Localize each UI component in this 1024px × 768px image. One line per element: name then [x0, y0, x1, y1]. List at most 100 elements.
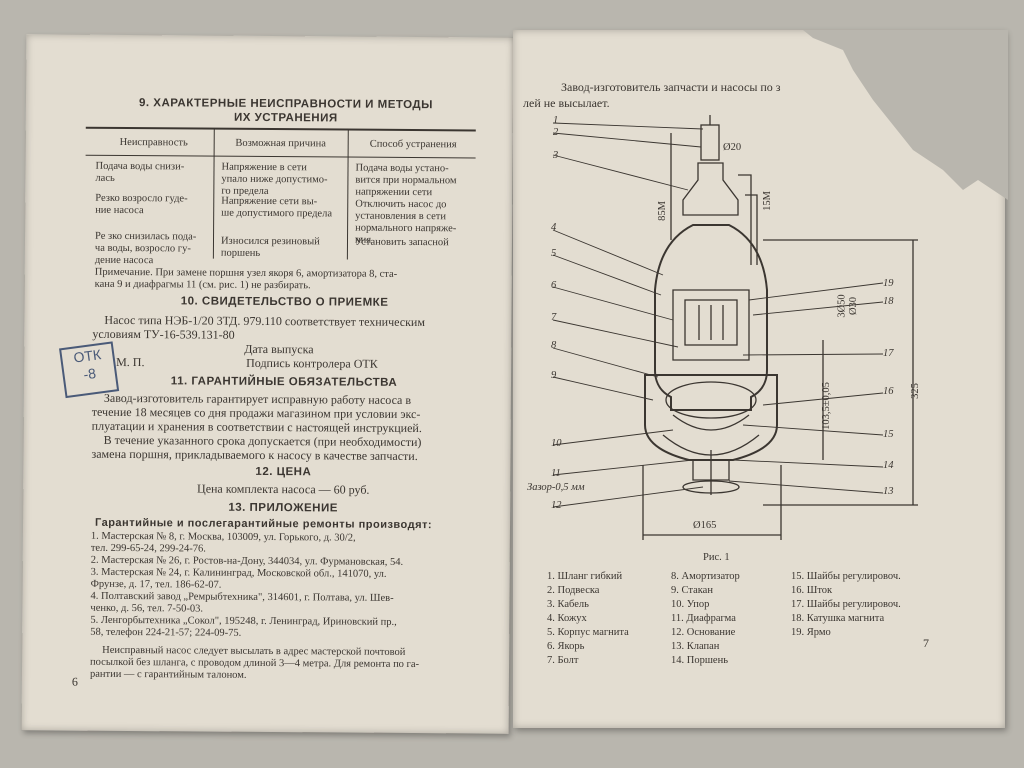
table-cell: Резко возросло гуде- [95, 192, 188, 205]
figure-label-left-3: 3 [553, 150, 559, 161]
date-label: Дата выпуска [244, 341, 314, 357]
table-cell: ча воды, возросло гу- [94, 242, 191, 255]
figure-label-left-6: 6 [551, 280, 557, 291]
figure-label-left-4: 4 [551, 222, 557, 233]
page-number: 6 [71, 674, 78, 689]
list-item: 18. Катушка магнита [791, 613, 885, 624]
table-cell: ние насоса [95, 204, 144, 217]
list-item: 11. Диафрагма [671, 613, 736, 624]
figure-label-left-5: 5 [551, 248, 557, 259]
table-cell: Подача воды снизи- [95, 160, 185, 173]
list-item: 8. Амортизатор [671, 571, 740, 582]
page-number: 7 [923, 636, 929, 650]
figure-label-left-7: 7 [551, 312, 557, 323]
right-page: Завод-изготовитель запчасти и насосы по … [513, 30, 1008, 728]
list-item: 16. Шток [791, 585, 833, 596]
table-cell: Напряжение сети вы- [221, 195, 318, 208]
dim-label: Ø30 [848, 296, 860, 316]
figure-label-left-10: 10 [551, 438, 562, 449]
table-cell: Ре зко снизилась пода- [94, 230, 197, 243]
table-cell: нормального напряже- [355, 222, 457, 235]
footer-paragraph: Неисправный насос следует высылать в адр… [90, 645, 419, 683]
dim-label: Ø20 [723, 142, 742, 153]
table-cell: упало ниже допустимо- [221, 173, 328, 186]
table-cell: напряжении сети [355, 186, 433, 199]
top-line2: лей не высылает. [523, 96, 610, 110]
list-item: 17. Шайбы регулировоч. [791, 599, 901, 610]
figure-label-right-17: 17 [883, 348, 894, 359]
left-page: 9. ХАРАКТЕРНЫЕ НЕИСПРАВНОСТИ И МЕТОДЫ ИХ… [21, 34, 514, 734]
list-item: 58, телефон 224-21-57; 224-09-75. [90, 626, 242, 639]
table-row: Ре зко снизилась пода- ча воды, возросло… [95, 231, 197, 268]
table-cell: Отключить насос до [355, 198, 447, 211]
table-header-cause: Возможная причина [235, 137, 326, 150]
table-header-remedy: Способ устранения [369, 138, 457, 151]
section10-title: 10. СВИДЕТЕЛЬСТВО О ПРИЕМКЕ [180, 295, 389, 309]
top-line1: Завод-изготовитель запчасти и насосы по … [561, 80, 781, 94]
figure-label-left-12: 12 [551, 500, 562, 511]
table-cell: поршень [220, 247, 261, 259]
table-row: Резко возросло гуде- ние насоса [95, 193, 187, 218]
section9-title-line1: 9. ХАРАКТЕРНЫЕ НЕИСПРАВНОСТИ И МЕТОДЫ [138, 97, 433, 112]
paragraph-line: рантии — с гарантийным талоном. [89, 668, 247, 681]
list-item: 5. Корпус магнита [547, 627, 629, 638]
list-item: 6. Якорь [547, 641, 585, 652]
section11-title: 11. ГАРАНТИЙНЫЕ ОБЯЗАТЕЛЬСТВА [170, 375, 398, 389]
torn-corner [803, 30, 1008, 200]
table-cell: Износился резиновый [220, 235, 320, 248]
list-item: 15. Шайбы регулировоч. [791, 571, 901, 582]
list-item: 1. Шланг гибкий [547, 571, 623, 582]
dim-label: Зазор-0,5 мм [527, 482, 585, 493]
dim-label: 103,5±0,05 [820, 382, 832, 430]
table-header-malfunction: Неисправность [119, 136, 188, 149]
list-item: 12. Основание [671, 627, 736, 638]
table-row: Напряжение сети вы- ше допустимого преде… [221, 196, 332, 221]
table-cell: Подача воды устано- [355, 162, 449, 175]
repairs-list: 1. Мастерская № 8, г. Москва, 103009, ул… [90, 531, 403, 641]
figure-label-left-9: 9 [551, 370, 557, 381]
figure-label-right-14: 14 [883, 460, 894, 471]
table-row: Подача воды устано- вится при нормальном… [355, 163, 456, 200]
dim-label: Ø165 [693, 520, 717, 531]
table-cell: дение насоса [94, 254, 154, 267]
section12-title: 12. ЦЕНА [255, 465, 312, 479]
pump-diagram [552, 115, 918, 540]
repairs-title: Гарантийные и послегарантийные ремонты п… [94, 516, 433, 532]
list-item: 4. Кожух [547, 613, 587, 624]
section9-title-line2: ИХ УСТРАНЕНИЯ [234, 111, 338, 125]
list-item: 7. Болт [547, 655, 579, 666]
table-cell: Установить запасной [354, 236, 449, 249]
stamp-mp: М. П. [116, 354, 145, 370]
dim-label: 15М [761, 191, 773, 211]
figure-label-right-15: 15 [883, 429, 894, 440]
figure-label-right-19: 19 [883, 278, 894, 289]
figure-label-right-18: 18 [883, 296, 894, 307]
list-item: 13. Клапан [671, 641, 720, 652]
figure-label-left-8: 8 [551, 340, 557, 351]
paragraph-line: замена поршня, прикладываемого к насосу … [91, 446, 418, 464]
note-line2: кана 9 и диафрагмы 11 (см. рис. 1) не ра… [94, 278, 311, 292]
table-cell: установления в сети [355, 210, 447, 223]
table-cell: вится при нормальном [355, 174, 457, 187]
table-row: Установить запасной [355, 237, 449, 250]
figure-caption: Рис. 1 [703, 552, 730, 563]
figure-label-right-13: 13 [883, 486, 894, 497]
table-cell: Напряжение в сети [221, 161, 307, 174]
table-cell: ше допустимого предела [221, 207, 333, 220]
list-item: 19. Ярмо [791, 627, 831, 638]
dim-label: 325 [909, 383, 921, 399]
section10-line2: условиям ТУ-16-539.131-80 [92, 326, 235, 342]
dim-label: 85М [656, 201, 668, 221]
list-item: 9. Стакан [671, 585, 713, 596]
table-row: Напряжение в сети упало ниже допустимо- … [221, 162, 327, 199]
list-item: 3. Кабель [547, 599, 589, 610]
figure-label-left-11: 11 [551, 468, 561, 479]
section13-title: 13. ПРИЛОЖЕНИЕ [228, 501, 338, 515]
otk-stamp: ОТК -8 [59, 341, 120, 399]
figure-label-right-16: 16 [883, 386, 894, 397]
dim-label: 3Ø50 [836, 294, 848, 318]
malfunction-table: Неисправность Возможная причина Способ у… [26, 34, 513, 266]
price-line: Цена комплекта насоса — 60 руб. [197, 481, 370, 497]
figure-label-left-2: 2 [553, 127, 559, 138]
signature-label: Подпись контролера ОТК [246, 355, 378, 371]
